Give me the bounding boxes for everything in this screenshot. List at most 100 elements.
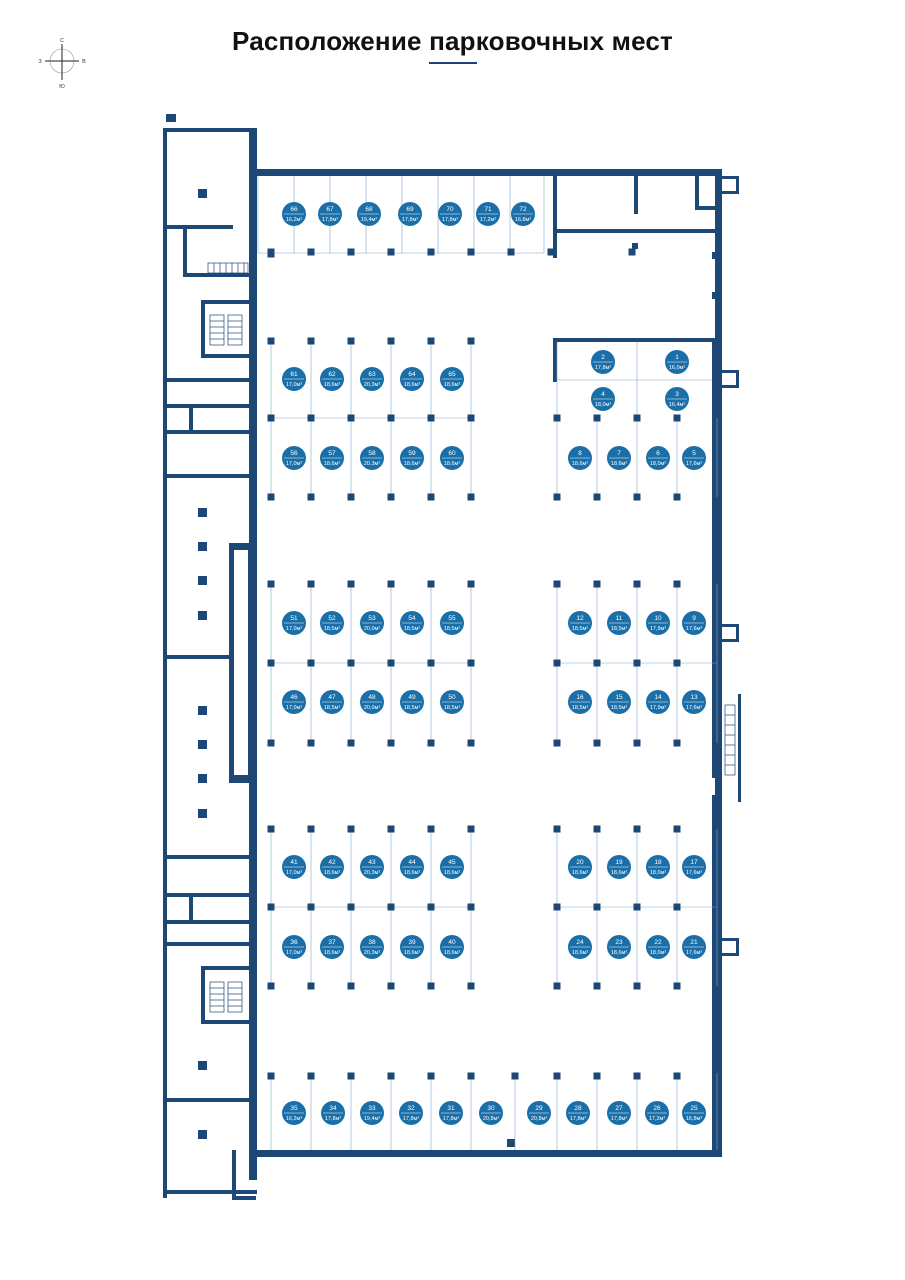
spot-area: 20,0м² bbox=[364, 705, 380, 711]
pillar bbox=[347, 337, 355, 345]
pillar bbox=[347, 825, 355, 833]
spot-area: 18,6м² bbox=[611, 870, 627, 876]
parking-grid bbox=[257, 176, 718, 1150]
parking-spot-8[interactable]: 818,6м² bbox=[568, 446, 592, 470]
pillar bbox=[427, 739, 435, 747]
spot-area: 16,0м² bbox=[669, 365, 685, 371]
spot-area: 20,0м² bbox=[364, 626, 380, 632]
spot-area: 17,6м² bbox=[686, 950, 702, 956]
spot-number: 54 bbox=[408, 615, 416, 622]
pillar bbox=[347, 580, 355, 588]
spot-area: 17,8м² bbox=[595, 365, 611, 371]
spot-number: 33 bbox=[368, 1105, 376, 1112]
spot-number: 1 bbox=[675, 354, 679, 361]
walls bbox=[163, 114, 741, 1200]
parking-spot-9[interactable]: 917,6м² bbox=[682, 611, 706, 635]
spot-number: 66 bbox=[290, 206, 298, 213]
spot-area: 18,6м² bbox=[572, 461, 588, 467]
pillar bbox=[553, 1072, 561, 1080]
spot-area: 18,6м² bbox=[444, 950, 460, 956]
pillar bbox=[427, 337, 435, 345]
parking-spot-2[interactable]: 217,8м² bbox=[591, 350, 615, 374]
spot-number: 61 bbox=[290, 371, 298, 378]
pillar bbox=[467, 825, 475, 833]
title-underline bbox=[429, 62, 477, 64]
spot-area: 18,6м² bbox=[444, 461, 460, 467]
parking-spot-4[interactable]: 418,0м² bbox=[591, 387, 615, 411]
parking-spot-7[interactable]: 718,6м² bbox=[607, 446, 631, 470]
spot-area: 18,5м² bbox=[444, 626, 460, 632]
parking-spot-1[interactable]: 1 16,0м² bbox=[665, 350, 689, 374]
spot-number: 63 bbox=[368, 371, 376, 378]
pillar bbox=[633, 1072, 641, 1080]
parking-spot-3[interactable]: 316,4м² bbox=[665, 387, 689, 411]
pillar bbox=[633, 739, 641, 747]
parking-spot-5[interactable]: 517,6м² bbox=[682, 446, 706, 470]
parking-spot-6[interactable]: 618,0м² bbox=[646, 446, 670, 470]
